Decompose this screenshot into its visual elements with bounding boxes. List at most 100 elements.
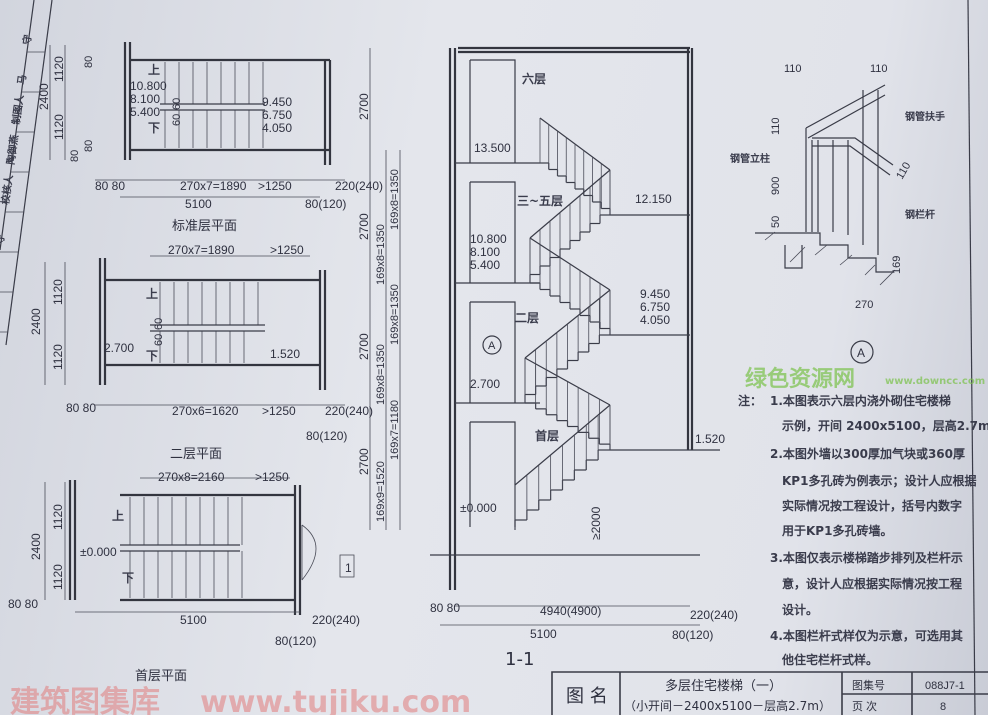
dim-80-120: 80(120) <box>306 429 347 443</box>
riser-dim: 169x8=1350 <box>389 169 401 230</box>
elevation: 6.750 <box>640 300 670 314</box>
plan-second: 2400 1120 1120 270x7=1890 >1250 上 下 60 6… <box>29 243 373 462</box>
detail-label: A <box>857 346 865 360</box>
dim-80-80: 80 80 <box>95 179 125 193</box>
side-block-cell: 马 <box>16 74 29 86</box>
down-label: 下 <box>146 349 158 363</box>
watermarks: 建筑图集库 www.tujiku.com 绿色资源网 www.downcc.co… <box>10 366 985 715</box>
page-number: 8 <box>940 701 946 713</box>
note-line: 设计。 <box>782 602 818 617</box>
tread-dim: 270x7=1890 <box>168 243 235 257</box>
side-title-block: 守马制图人陶御燕校核人守马审核人 <box>0 0 53 346</box>
watermark: 绿色资源网 <box>745 366 855 392</box>
plan-title: 首层平面 <box>135 669 187 684</box>
gap-dim: 60 <box>171 114 183 126</box>
handrail-label: 钢管扶手 <box>905 110 945 123</box>
side-block-cell: 马 <box>0 274 2 286</box>
detail-callout-circle <box>482 335 502 355</box>
width-dim: 5100 <box>530 627 557 641</box>
elevation: 8.100 <box>470 245 500 259</box>
riser-dim: 169x9=1520 <box>375 461 387 522</box>
page-label: 页 次 <box>852 699 877 713</box>
watermark: 建筑图集库 <box>10 685 160 715</box>
elevation: 1.520 <box>695 432 725 446</box>
dim-80: 80 <box>83 140 95 152</box>
elevation: 10.800 <box>470 232 507 246</box>
wall-dim: 220(240) <box>690 608 738 622</box>
riser-dim: 169x7=1180 <box>389 400 401 460</box>
dim-80: 80 <box>83 56 95 68</box>
elevation: 13.500 <box>474 141 511 155</box>
floor-label: 二层 <box>515 311 539 325</box>
floor-label: 三~五层 <box>517 194 563 208</box>
up-label: 上 <box>112 508 124 523</box>
note-line: 2.本图外墙以300厚加气块或360厚 <box>770 446 965 461</box>
side-block-cell: 守 <box>0 234 7 246</box>
elevation: 8.100 <box>130 92 160 106</box>
drawing-subtitle: （小开间－2400x5100－层高2.7m） <box>624 698 831 713</box>
dim-80-80: 80 80 <box>8 597 38 611</box>
watermark: www.downcc.com <box>885 376 985 387</box>
elevation: 4.050 <box>640 313 670 327</box>
note-line: 他住宅栏杆式样。 <box>781 652 878 667</box>
note-line: 4.本图栏杆式样仅为示意，可选用其 <box>770 628 963 643</box>
elevation: 2.700 <box>104 341 134 355</box>
section-title: 1-1 <box>505 649 534 670</box>
dim-110: 110 <box>894 160 913 181</box>
elevation: ±0.000 <box>80 545 117 559</box>
plan-title: 二层平面 <box>170 447 222 462</box>
section-1-1: 六层 13.500 三~五层 12.150 10.800 8.100 5.400… <box>357 46 738 670</box>
down-label: 下 <box>122 571 134 585</box>
riser-dim: 169x8=1350 <box>389 284 401 345</box>
dim-270: 270 <box>855 299 873 311</box>
dim-80-80: 80 80 <box>66 401 96 415</box>
notes-head: 注： <box>738 393 762 408</box>
up-label: 上 <box>146 286 158 301</box>
dim-1120: 1120 <box>52 114 66 140</box>
dim-110: 110 <box>784 63 802 75</box>
riser-dim: 169x8=1350 <box>375 224 387 285</box>
dim-80-80: 80 80 <box>430 601 460 615</box>
dim-110: 110 <box>870 63 888 75</box>
elevation: 9.450 <box>262 95 292 109</box>
side-block-cell: 制图人 <box>9 93 26 126</box>
dim-80-120: 80(120) <box>672 628 713 642</box>
landing-dim: >1250 <box>255 470 289 484</box>
detail-a: 110 110 110 900 50 110 169 270 钢管立柱 钢管扶手… <box>730 63 945 364</box>
dim-1120: 1120 <box>51 504 65 530</box>
note-line: 1.本图表示六层内浇外砌住宅楼梯 <box>770 393 951 408</box>
elevation: ±0.000 <box>460 501 497 515</box>
tread-dim: 270x7=1890 <box>180 179 247 193</box>
detail-circle <box>850 340 874 364</box>
note-line: KP1多孔砖为例表示；设计人应根据 <box>782 473 976 488</box>
atlas-number-label: 图集号 <box>852 678 885 692</box>
dim-50: 50 <box>770 216 782 228</box>
wall-dim: 220(240) <box>312 613 360 627</box>
dim-1120: 1120 <box>51 279 65 305</box>
down-label: 下 <box>148 121 160 135</box>
wall-dim: 220(240) <box>325 404 373 418</box>
elevation: 12.150 <box>635 192 672 206</box>
up-label: 上 <box>148 62 160 77</box>
elevation: 9.450 <box>640 287 670 301</box>
wall-dim: 220(240) <box>335 179 383 193</box>
floor-label: 六层 <box>522 71 546 86</box>
gap-dim: 60 <box>153 318 165 330</box>
dim-169: 169 <box>891 256 903 274</box>
elevation: 5.400 <box>470 258 500 272</box>
section-marker: 1 <box>345 561 352 575</box>
tread-dim: 270x6=1620 <box>172 404 239 418</box>
dim-80: 80 <box>69 150 81 162</box>
note-line: 示例，开间 2400x5100，层高2.7m。 <box>781 418 988 433</box>
tread-dim: 270x8=2160 <box>158 470 225 484</box>
landing-dim: >1250 <box>270 243 304 257</box>
detail-callout-label[interactable]: A <box>488 340 496 352</box>
dim-2400: 2400 <box>29 308 43 335</box>
elevation: 2.700 <box>470 377 500 391</box>
dim-80-120: 80(120) <box>305 197 346 211</box>
floor-height: 2700 <box>357 333 371 360</box>
side-block-cell: 校核人 <box>0 173 16 206</box>
note-line: 用于KP1多孔砖墙。 <box>781 523 892 538</box>
